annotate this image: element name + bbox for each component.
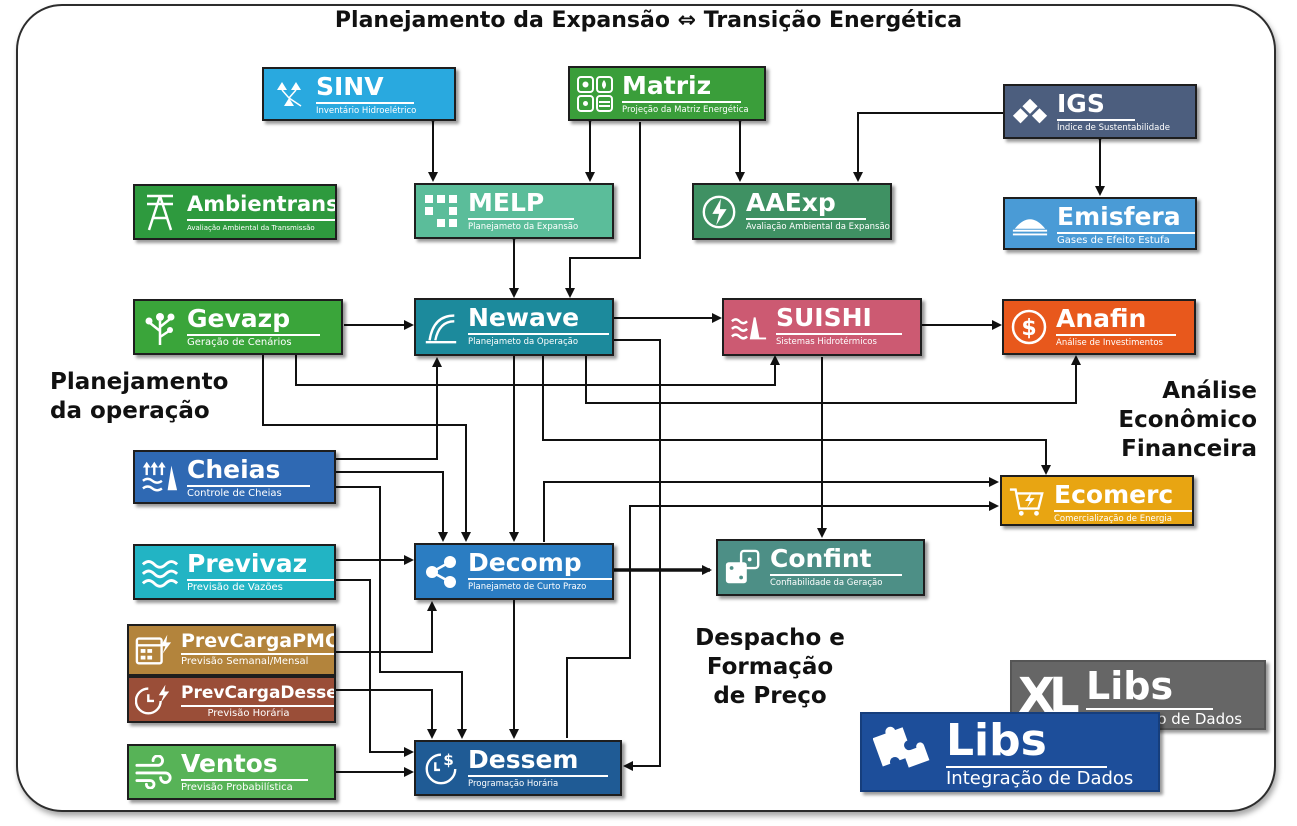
- puzzle-icon: [872, 722, 932, 782]
- tree-icon: [141, 308, 179, 346]
- water-waves-icon: [141, 553, 179, 591]
- node-libs[interactable]: Libs Integração de Dados: [860, 712, 1160, 792]
- grid-blocks-icon: [422, 192, 460, 230]
- calendar-lightning-icon: [135, 631, 173, 669]
- flood-control-icon: [141, 458, 179, 496]
- svg-text:$: $: [443, 751, 454, 769]
- arrow-dessem-ecomerc: [566, 501, 999, 738]
- wave-icon: [422, 308, 460, 346]
- svg-text:$: $: [1021, 316, 1036, 341]
- hydro-icon: [730, 308, 768, 346]
- arrow-gevazp-decomp: [262, 355, 471, 542]
- clock-dollar-icon: $: [422, 749, 460, 787]
- arrow-cheias-newave: [336, 357, 442, 460]
- label-analise-financeira: Análise Econômico Financeira: [1118, 378, 1257, 462]
- arrow-cheias-dessem: [336, 486, 467, 739]
- shopping-cart-icon: [1008, 482, 1046, 520]
- arrow-igs-aaexp: [853, 112, 1003, 182]
- share-nodes-icon: [422, 553, 460, 591]
- dollar-circle-icon: $: [1010, 308, 1048, 346]
- arrow-prevcargadessem-dessem: [336, 689, 437, 739]
- diagram-title: Planejamento da Expansão ⇔ Transição Ene…: [334, 8, 963, 33]
- label-despacho-preco: Despacho e Formação de Preço: [695, 625, 845, 709]
- network-icon: [270, 75, 308, 113]
- node-prevcargadessem[interactable]: PrevCargaDessemPrevisão Horária: [127, 676, 336, 723]
- clock-lightning-icon: [135, 681, 173, 719]
- energy-grid-icon: [576, 75, 614, 113]
- arrow-prevcargapmo-decomp: [336, 601, 437, 653]
- arrow-decomp-ecomerc: [543, 477, 999, 542]
- diamonds-icon: [1011, 93, 1049, 131]
- arrow-previvaz-dessem: [336, 579, 414, 757]
- wind-icon: [135, 753, 173, 791]
- transmission-tower-icon: [141, 193, 179, 231]
- arrow-gevazp-suishi: [295, 355, 780, 386]
- arrow-newave-ecomerc: [542, 356, 1051, 475]
- arrow-newave-dessem-right: [614, 339, 661, 771]
- arrow-newave-anafin: [585, 355, 1081, 404]
- arrow-matriz-newave: [565, 122, 641, 298]
- dome-icon: [1011, 205, 1049, 243]
- arrow-cheias-decomp: [336, 471, 448, 542]
- dice-icon: [724, 549, 762, 587]
- lightning-circle-icon: [700, 193, 738, 231]
- label-planejamento-operacao: Planejamento da operação: [50, 369, 229, 424]
